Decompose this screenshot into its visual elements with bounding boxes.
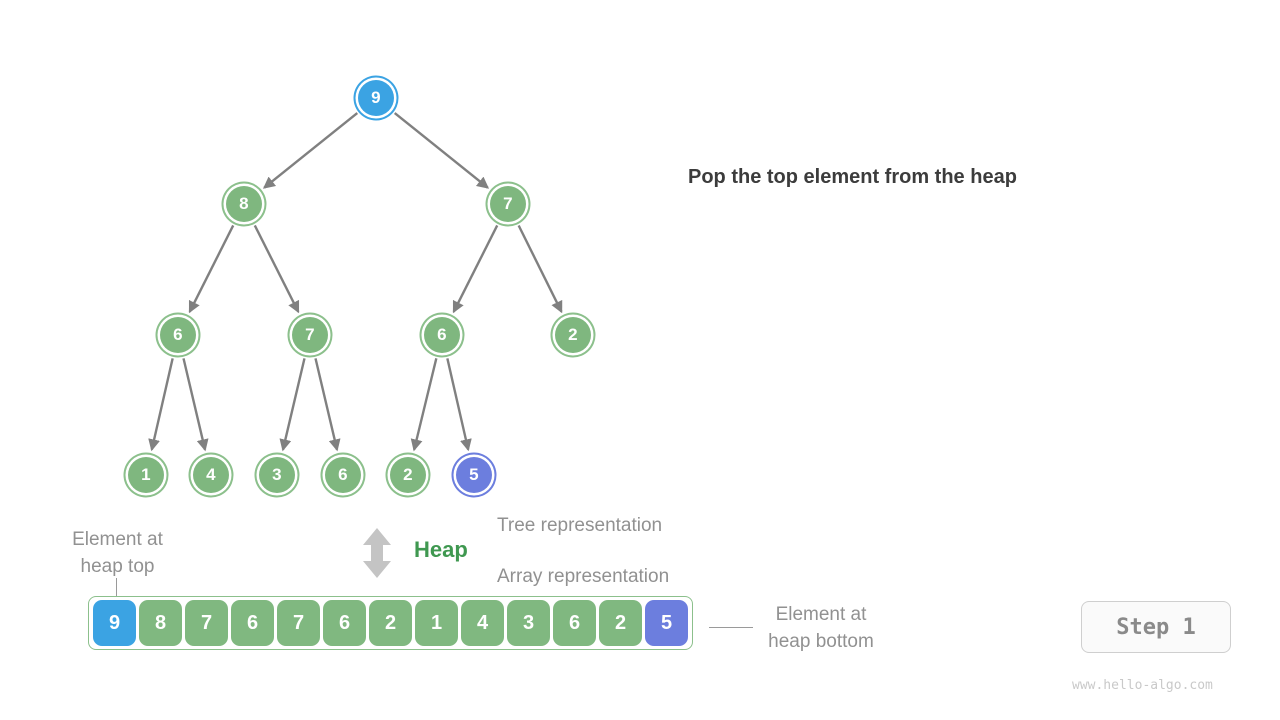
page-title: Pop the top element from the heap — [688, 166, 1017, 188]
tree-node: 7 — [292, 317, 328, 353]
tree-node: 5 — [456, 457, 492, 493]
element-at-heap-bottom-label: Element at heap bottom — [752, 601, 890, 655]
heap-bottom-leader-line — [709, 627, 753, 628]
tree-edge — [188, 224, 235, 314]
tree-edge — [517, 224, 563, 314]
tree-edge — [182, 358, 209, 452]
tree-node: 2 — [390, 457, 426, 493]
element-at-heap-top-label: Element at heap top — [60, 526, 175, 580]
tree-edge — [253, 224, 300, 314]
tree-node: 9 — [358, 80, 394, 116]
array-cell: 9 — [93, 600, 136, 646]
tree-edge — [410, 358, 438, 452]
tree-representation-label: Tree representation — [497, 515, 663, 536]
array-representation-label: Array representation — [497, 566, 670, 587]
heap-top-leader-line — [116, 578, 117, 612]
array-cell: 7 — [185, 600, 228, 646]
array-cell: 2 — [599, 600, 642, 646]
tree-node: 8 — [226, 186, 262, 222]
tree-edge — [148, 358, 174, 452]
tree-node: 7 — [490, 186, 526, 222]
tree-edge — [314, 358, 341, 452]
tree-edge — [393, 112, 490, 189]
tree-node: 4 — [193, 457, 229, 493]
up-down-arrow-icon — [363, 528, 391, 578]
tree-edge — [446, 358, 472, 452]
array-cell: 4 — [461, 600, 504, 646]
tree-node: 3 — [259, 457, 295, 493]
step-badge: Step 1 — [1081, 601, 1231, 653]
tree-edge — [262, 112, 359, 189]
array-cell: 3 — [507, 600, 550, 646]
tree-node: 6 — [160, 317, 196, 353]
tree-node: 6 — [424, 317, 460, 353]
array-cell: 8 — [139, 600, 182, 646]
array-cell: 6 — [231, 600, 274, 646]
array-cell: 6 — [323, 600, 366, 646]
heap-bottom-label-line2: heap bottom — [768, 631, 874, 652]
tree-node: 6 — [325, 457, 361, 493]
array-cell: 7 — [277, 600, 320, 646]
heap-label: Heap — [414, 537, 468, 562]
array-cell: 6 — [553, 600, 596, 646]
tree-edge — [452, 224, 499, 314]
heap-top-label-line1: Element at — [72, 529, 163, 550]
heap-bottom-label-line1: Element at — [775, 604, 867, 625]
watermark: www.hello-algo.com — [1072, 678, 1213, 693]
tree-node: 2 — [555, 317, 591, 353]
tree-edge — [279, 358, 306, 452]
tree-node: 1 — [128, 457, 164, 493]
heap-top-label-line2: heap top — [80, 556, 155, 577]
array-cell: 5 — [645, 600, 688, 646]
array-cell: 1 — [415, 600, 458, 646]
array-cell: 2 — [369, 600, 412, 646]
